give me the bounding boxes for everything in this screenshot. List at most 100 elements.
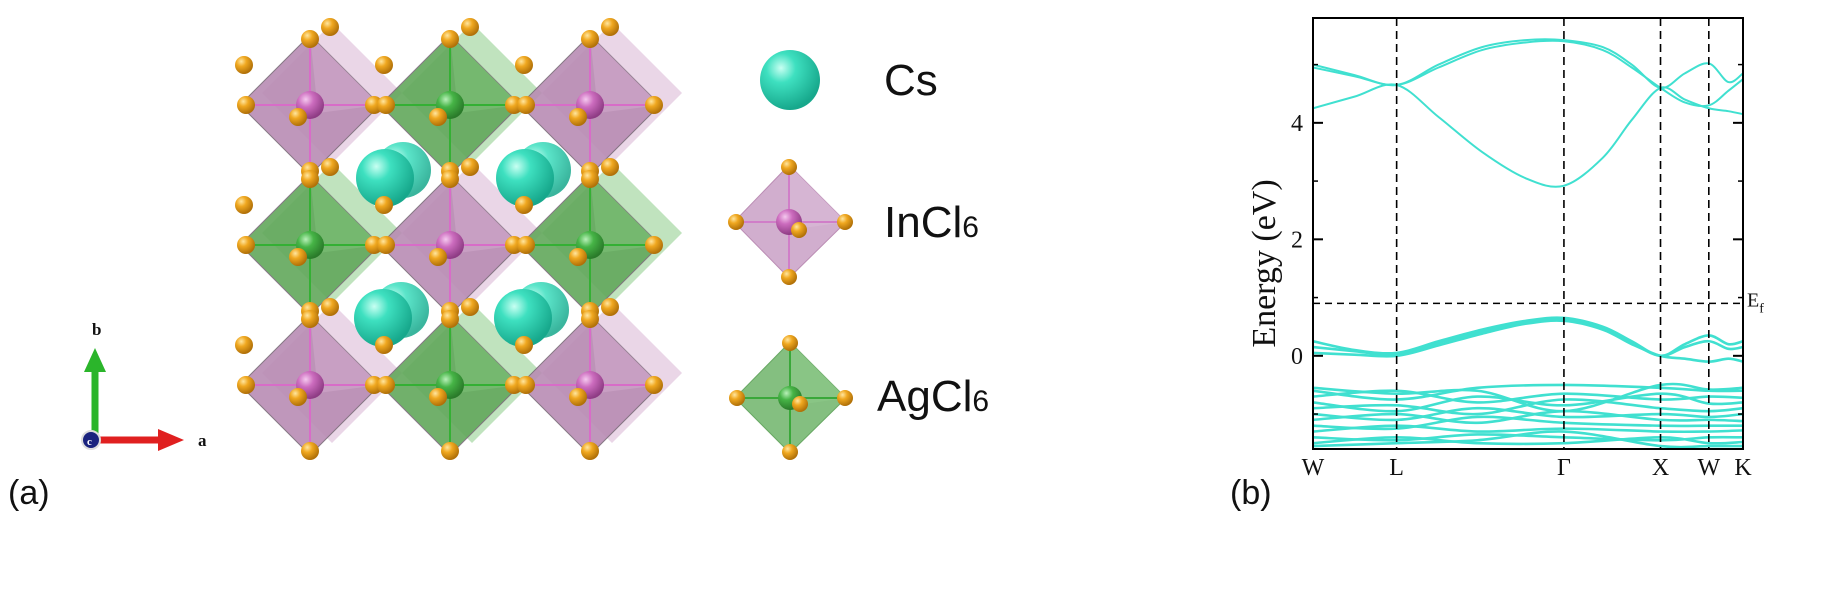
a-axis-arrowhead (158, 429, 184, 451)
octahedron-face-highlight (310, 175, 380, 253)
chlorine-atom (429, 248, 447, 266)
octahedron-face-highlight (450, 315, 520, 393)
chlorine-atom (289, 248, 307, 266)
chlorine-atom (581, 30, 599, 48)
crystal-structure-figure: b a c (81, 18, 853, 460)
cesium-atom (494, 289, 552, 347)
chlorine-atom (289, 388, 307, 406)
chlorine-atom (515, 56, 533, 74)
chlorine-atom (517, 376, 535, 394)
c-axis-dot (81, 430, 101, 450)
chlorine-atom (461, 298, 479, 316)
chlorine-atom (375, 196, 393, 214)
band-lines (1313, 38, 1743, 449)
chlorine-atom (517, 96, 535, 114)
valence-band-line (1313, 319, 1743, 363)
cesium-atom (496, 149, 554, 207)
legend-label-cs: Cs (884, 56, 938, 105)
fermi-level-label: Ef (1747, 289, 1764, 316)
valence-band-line (1313, 318, 1743, 358)
y-axis-ticks: 024 (1291, 63, 1743, 415)
legend-label-incl6: InCl6 (884, 198, 979, 247)
b-axis-label: b (92, 320, 101, 339)
octahedron-face-highlight (590, 315, 660, 393)
axis-triad: b a c (81, 320, 207, 451)
chlorine-atom (461, 158, 479, 176)
chlorine-atom (321, 298, 339, 316)
chlorine-atom (441, 170, 459, 188)
panel-label-a: (a) (8, 474, 50, 512)
chlorine-atom (375, 336, 393, 354)
chlorine-atom (321, 18, 339, 36)
chlorine-atom (235, 196, 253, 214)
cesium-atom (354, 289, 412, 347)
c-axis-label: c (87, 436, 92, 448)
chlorine-atom (321, 158, 339, 176)
chlorine-atom (645, 236, 663, 254)
octahedron-face-highlight (310, 35, 380, 113)
valence-band-line (1313, 316, 1743, 358)
x-tick-label: X (1652, 455, 1669, 481)
chlorine-atom (289, 108, 307, 126)
legend-cs-sphere (760, 50, 820, 110)
valence-band-line (1313, 406, 1743, 422)
octahedron-face-highlight (450, 175, 520, 253)
chlorine-atom (601, 298, 619, 316)
chlorine-atom (517, 236, 535, 254)
y-tick-label: 0 (1291, 344, 1303, 370)
chlorine-atom (515, 336, 533, 354)
chlorine-atom (601, 158, 619, 176)
valence-band-line (1313, 430, 1743, 449)
chlorine-atom (515, 196, 533, 214)
x-tick-label: Γ (1557, 455, 1571, 481)
octahedron-face-highlight (310, 315, 380, 393)
octahedron-face-highlight (590, 35, 660, 113)
chlorine-atom (601, 18, 619, 36)
chlorine-atom (461, 18, 479, 36)
chlorine-atom (301, 170, 319, 188)
chlorine-atom (301, 310, 319, 328)
chlorine-atom (429, 388, 447, 406)
chlorine-atom (237, 236, 255, 254)
chlorine-atom (581, 170, 599, 188)
crystal-structure-panel: b a c (8, 18, 990, 512)
legend-label-agcl6: AgCl6 (877, 372, 990, 421)
valence-band-line (1313, 398, 1743, 416)
chlorine-atom (569, 248, 587, 266)
chlorine-atom (645, 96, 663, 114)
chlorine-atom (569, 108, 587, 126)
conduction-band-line (1313, 83, 1743, 188)
x-tick-label: L (1389, 455, 1404, 481)
octahedron-face-highlight (590, 175, 660, 253)
legend-incl6-octahedron (728, 159, 853, 285)
chlorine-atom (429, 108, 447, 126)
chlorine-atom (441, 310, 459, 328)
valence-band-line (1313, 382, 1743, 413)
chlorine-atom (377, 376, 395, 394)
chlorine-atom (235, 56, 253, 74)
y-axis-label: Energy (eV) (1246, 179, 1283, 347)
high-symmetry-lines (1395, 18, 1710, 449)
chlorine-atom (237, 376, 255, 394)
legend-agcl6-octahedron (729, 335, 853, 460)
chlorine-atom (301, 442, 319, 460)
chlorine-atom (301, 30, 319, 48)
x-tick-label: W (1697, 455, 1720, 481)
chlorine-atom (581, 442, 599, 460)
chart-frame (1312, 17, 1744, 450)
chlorine-atom (235, 336, 253, 354)
panel-label-b: (b) (1230, 474, 1272, 512)
chlorine-atom (581, 310, 599, 328)
a-axis-label: a (198, 431, 207, 450)
b-axis-arrowhead (84, 348, 106, 372)
chlorine-atom (377, 236, 395, 254)
valence-band-line (1313, 389, 1743, 404)
conduction-band-line (1313, 39, 1743, 108)
chlorine-atom (441, 30, 459, 48)
chlorine-atom (237, 96, 255, 114)
cesium-atom (356, 149, 414, 207)
conduction-band-line (1313, 38, 1743, 89)
